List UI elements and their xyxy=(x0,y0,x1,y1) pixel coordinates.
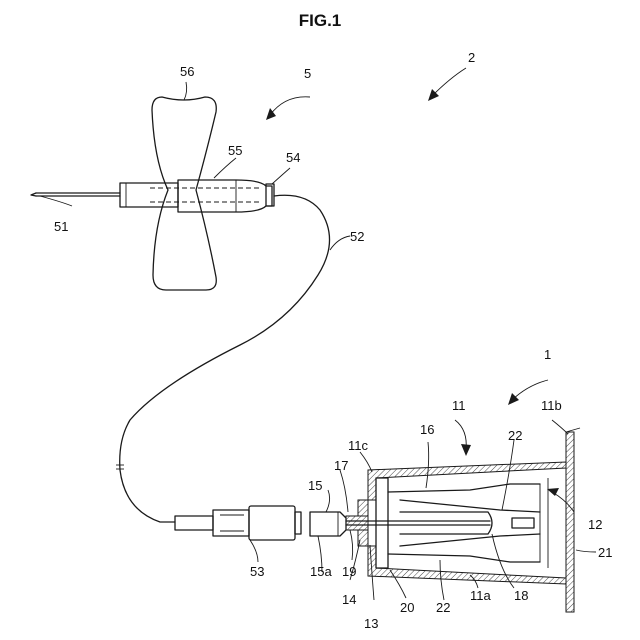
label-2: 2 xyxy=(468,50,475,65)
label-11b: 11b xyxy=(541,398,562,413)
inner-wall-20 xyxy=(376,478,388,568)
label-11: 11 xyxy=(452,398,466,413)
arrow-1 xyxy=(512,380,548,400)
needle-hub xyxy=(120,183,178,207)
connector-53 xyxy=(175,506,301,540)
holder-1 xyxy=(310,428,580,612)
flange-21 xyxy=(566,432,574,612)
label-54: 54 xyxy=(286,150,300,165)
label-56: 56 xyxy=(180,64,194,79)
label-12: 12 xyxy=(588,517,602,532)
label-51: 51 xyxy=(54,219,68,234)
guide-16-bottom xyxy=(388,554,540,562)
label-18: 18 xyxy=(514,588,528,603)
label-22-bottom: 22 xyxy=(436,600,450,615)
cover-15 xyxy=(310,512,346,536)
guide-16-top xyxy=(388,484,540,492)
holder-wall-bottom xyxy=(368,546,566,584)
label-16: 16 xyxy=(420,422,434,437)
label-17: 17 xyxy=(334,458,348,473)
label-20: 20 xyxy=(400,600,414,615)
label-15a: 15a xyxy=(310,564,332,579)
label-22-top: 22 xyxy=(508,428,522,443)
winged-needle xyxy=(31,97,274,290)
hub-tube-section xyxy=(178,180,272,212)
wing-outline xyxy=(152,97,216,290)
holder-wall-top xyxy=(368,462,566,500)
label-14: 14 xyxy=(342,592,356,607)
tube-joint-54 xyxy=(266,184,274,206)
label-11c: 11c xyxy=(348,438,368,453)
label-19: 19 xyxy=(342,564,356,579)
label-15: 15 xyxy=(308,478,322,493)
label-52: 52 xyxy=(350,229,364,244)
needle-tip xyxy=(31,193,36,196)
label-11a: 11a xyxy=(470,588,491,603)
label-5: 5 xyxy=(304,66,311,81)
label-13: 13 xyxy=(364,616,378,631)
figure-title: FIG.1 xyxy=(299,11,342,30)
tube-52 xyxy=(120,195,330,522)
arm-22-top xyxy=(400,500,540,512)
arrow-2 xyxy=(432,68,466,96)
sleeve-18 xyxy=(400,512,492,534)
arrow-5 xyxy=(270,97,310,115)
arm-22-bottom xyxy=(400,534,540,546)
label-21: 21 xyxy=(598,545,612,560)
label-53: 53 xyxy=(250,564,264,579)
label-1: 1 xyxy=(544,347,551,362)
hub-14 xyxy=(346,516,368,530)
label-55: 55 xyxy=(228,143,242,158)
